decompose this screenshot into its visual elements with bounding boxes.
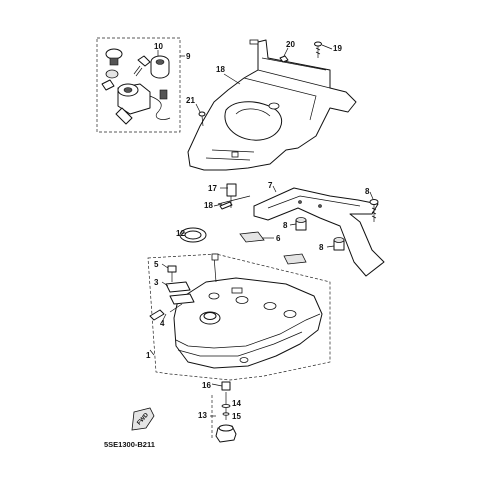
callout-16: 18 <box>216 65 225 74</box>
callout-12: 13 <box>198 411 207 420</box>
callout-17: 17 <box>208 184 217 193</box>
fuel-sender <box>149 265 195 321</box>
callout-3: 4 <box>160 319 165 328</box>
callout-4: 5 <box>154 260 159 269</box>
callout-21: 21 <box>186 96 195 105</box>
callout-8-upper: 8 <box>283 221 288 230</box>
rubber-pad-5 <box>239 231 307 265</box>
callout-2: 3 <box>154 278 159 287</box>
callout-1: 1 <box>146 351 151 360</box>
callout-20: 20 <box>286 40 295 49</box>
callout-19: 19 <box>333 44 342 53</box>
damper-8-upper <box>295 217 307 231</box>
fuel-tank <box>147 253 331 381</box>
bolt-19 <box>314 41 322 58</box>
clip-20 <box>279 55 289 63</box>
front-cover <box>187 39 357 171</box>
callout-9: 9 <box>186 52 191 61</box>
callout-15: 16 <box>202 381 211 390</box>
callout-13: 14 <box>232 399 241 408</box>
fuel-cock <box>211 381 237 443</box>
screw-21 <box>198 111 206 127</box>
cap-gasket <box>179 227 207 243</box>
callout-11: 12 <box>176 229 185 238</box>
callout-10: 10 <box>154 42 163 51</box>
callout-7: 8 <box>365 187 370 196</box>
callout-6: 7 <box>268 181 273 190</box>
damper-8-lower <box>333 237 345 251</box>
callout-5: 6 <box>276 234 281 243</box>
fwd-arrow: FWD <box>131 407 155 431</box>
callout-numbers: 9 10 18 20 19 21 17 18 12 7 8 8 8 6 5 3 … <box>146 40 370 421</box>
bolt-7 <box>369 199 379 222</box>
callout-14: 15 <box>232 412 241 421</box>
filler-hose <box>217 183 251 210</box>
leader-lines <box>149 44 374 417</box>
callout-8-lower: 8 <box>319 243 324 252</box>
callout-18: 18 <box>204 201 213 210</box>
tank-stay <box>253 187 385 277</box>
ignition-switch-group <box>96 37 181 133</box>
diagram-code: 5SE1300-B211 <box>104 440 155 449</box>
